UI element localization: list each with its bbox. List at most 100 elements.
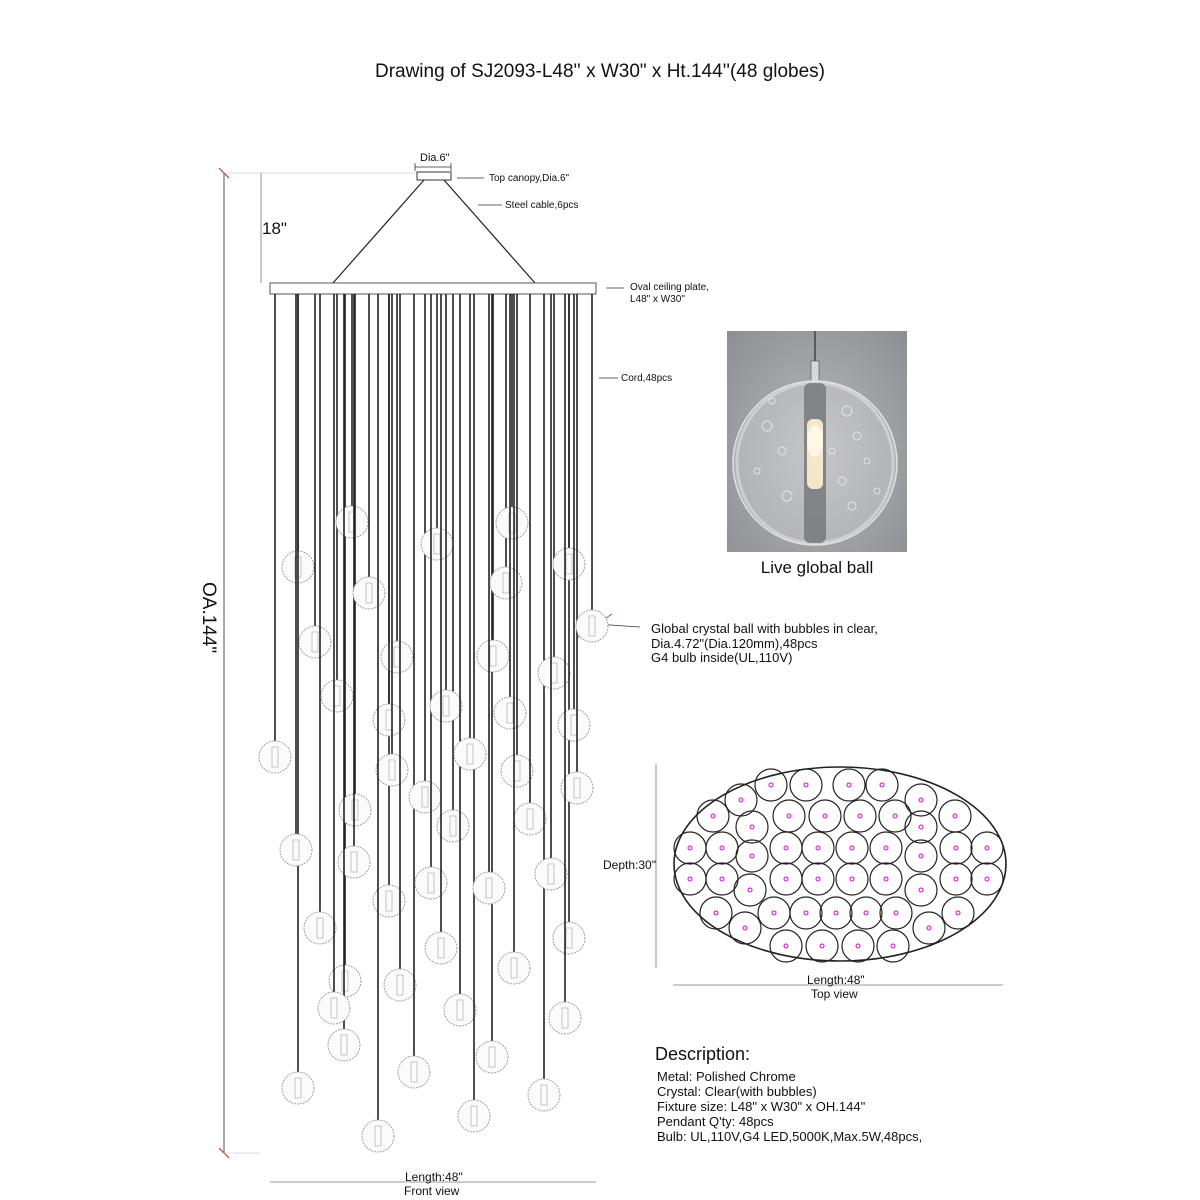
top-view-globe bbox=[705, 831, 739, 865]
crystal-globe bbox=[500, 754, 534, 788]
top-view-globe bbox=[789, 768, 823, 802]
g4-bulb bbox=[449, 815, 457, 837]
crystal-globe bbox=[424, 931, 458, 965]
top-view-bulb-dot bbox=[918, 853, 924, 859]
g4-bulb bbox=[547, 863, 555, 885]
crystal-globe bbox=[383, 968, 417, 1002]
top-view-bulb-dot bbox=[855, 943, 861, 949]
ball-label-1: Global crystal ball with bubbles in clea… bbox=[651, 621, 878, 636]
g4-bulb bbox=[510, 957, 518, 979]
crystal-globe bbox=[303, 911, 337, 945]
crystal-globe bbox=[537, 656, 571, 690]
top-view-bulb-dot bbox=[738, 797, 744, 803]
top-view-globe bbox=[808, 799, 842, 833]
top-canopy-label: Top canopy,Dia.6" bbox=[489, 173, 570, 184]
g4-bulb bbox=[311, 631, 319, 653]
g4-bulb bbox=[388, 759, 396, 781]
crystal-globe bbox=[560, 771, 594, 805]
top-view-globe bbox=[904, 810, 938, 844]
g4-bulb bbox=[470, 1105, 478, 1127]
top-view-bulb-dot bbox=[918, 797, 924, 803]
top-view-bulb-dot bbox=[803, 910, 809, 916]
g4-bulb bbox=[340, 1034, 348, 1056]
cords-layer bbox=[258, 294, 609, 1153]
crystal-globe bbox=[352, 576, 386, 610]
top-view-globe bbox=[754, 768, 788, 802]
ball-label-2: Dia.4.72"(Dia.120mm),48pcs bbox=[651, 636, 818, 651]
g4-bulb bbox=[488, 1046, 496, 1068]
top-view-bulb-dot bbox=[749, 824, 755, 830]
top-view-bulb-dot bbox=[984, 845, 990, 851]
top-view-bulb-dot bbox=[955, 910, 961, 916]
cable-height-label: 18" bbox=[262, 219, 287, 238]
crystal-globe bbox=[495, 506, 529, 540]
top-view-globe bbox=[769, 831, 803, 865]
g4-bulb bbox=[456, 999, 464, 1021]
top-view-globe bbox=[769, 862, 803, 896]
crystal-globe bbox=[475, 1040, 509, 1074]
crystal-globe bbox=[443, 993, 477, 1027]
top-view-bulb-dot bbox=[918, 887, 924, 893]
top-view-globe bbox=[878, 799, 912, 833]
top-view-bulb-dot bbox=[803, 782, 809, 788]
top-view-globe bbox=[904, 839, 938, 873]
top-view-bulb-dot bbox=[822, 813, 828, 819]
g4-bulb bbox=[341, 970, 349, 992]
g4-bulb bbox=[489, 645, 497, 667]
top-view-bulb-dot bbox=[783, 943, 789, 949]
g4-bulb bbox=[374, 1125, 382, 1147]
crystal-globe bbox=[497, 951, 531, 985]
top-view-globe bbox=[819, 896, 853, 930]
top-view-bulb-dot bbox=[819, 943, 825, 949]
description-line-size: Fixture size: L48" x W30" x OH.144" bbox=[657, 1099, 866, 1114]
top-view-bulb-dot bbox=[893, 910, 899, 916]
crystal-globe bbox=[279, 833, 313, 867]
ceiling-plate-label-1: Oval ceiling plate, bbox=[630, 282, 709, 293]
g4-bulb bbox=[561, 1007, 569, 1029]
g4-bulb bbox=[396, 974, 404, 996]
description-list: Metal: Polished Chrome Crystal: Clear(wi… bbox=[657, 1069, 922, 1144]
crystal-globe bbox=[472, 871, 506, 905]
crystal-globe bbox=[527, 1078, 561, 1112]
crystal-globe bbox=[281, 1071, 315, 1105]
top-view-globe bbox=[876, 929, 910, 963]
g4-bulb bbox=[540, 1084, 548, 1106]
top-view-bulb-dot bbox=[710, 813, 716, 819]
top-view-globe bbox=[938, 799, 972, 833]
top-view-globe bbox=[843, 799, 877, 833]
crystal-globe bbox=[337, 845, 371, 879]
crystal-globe bbox=[372, 703, 406, 737]
top-view-globe bbox=[733, 873, 767, 907]
top-view-globe bbox=[939, 862, 973, 896]
top-view-globe bbox=[789, 896, 823, 930]
front-view-label: Front view bbox=[404, 1184, 460, 1198]
g4-bulb bbox=[526, 808, 534, 830]
crystal-globe bbox=[317, 991, 351, 1025]
top-view-globe bbox=[879, 896, 913, 930]
top-view-bulb-dot bbox=[863, 910, 869, 916]
top-view-bulb-dot bbox=[849, 845, 855, 851]
crystal-globe bbox=[338, 793, 372, 827]
top-view-bulb-dot bbox=[783, 876, 789, 882]
top-view-globe bbox=[735, 839, 769, 873]
top-view-globe bbox=[865, 768, 899, 802]
top-view-bulb-dot bbox=[768, 782, 774, 788]
top-view-globe bbox=[769, 929, 803, 963]
crystal-globe bbox=[552, 921, 586, 955]
drawing-title: Drawing of SJ2093-L48'' x W30" x Ht.144'… bbox=[374, 61, 826, 82]
top-view-bulb-dot bbox=[742, 925, 748, 931]
crystal-globe bbox=[493, 696, 527, 730]
g4-bulb bbox=[385, 890, 393, 912]
top-view-globe bbox=[673, 831, 707, 865]
top-view-bulb-dot bbox=[883, 876, 889, 882]
top-view-globe bbox=[869, 862, 903, 896]
g4-bulb bbox=[508, 512, 516, 534]
top-view-bulb-dot bbox=[849, 876, 855, 882]
crystal-globe bbox=[436, 809, 470, 843]
top-view-globe bbox=[849, 896, 883, 930]
crystal-globe bbox=[361, 1119, 395, 1153]
steel-cable-right bbox=[443, 179, 536, 284]
g4-bulb bbox=[294, 1077, 302, 1099]
oval-ceiling-plate bbox=[269, 282, 597, 295]
